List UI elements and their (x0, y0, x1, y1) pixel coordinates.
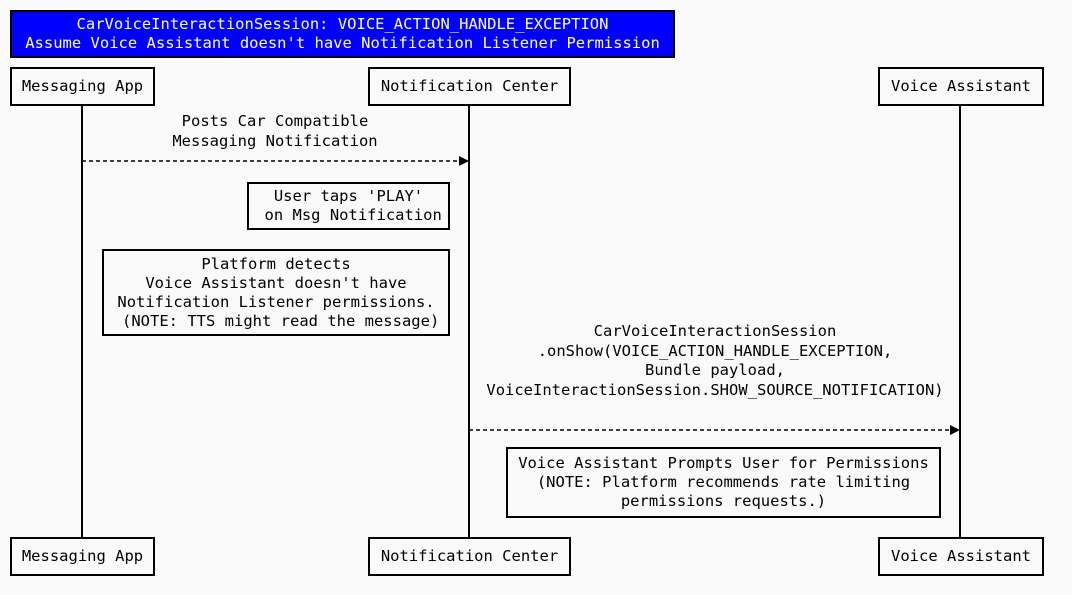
arrowhead-1 (459, 156, 469, 166)
note-voice-assistant-prompts: Voice Assistant Prompts User for Permiss… (506, 447, 941, 518)
title-line-1: CarVoiceInteractionSession: VOICE_ACTION… (76, 15, 609, 33)
participant-notification-center-top: Notification Center (368, 67, 571, 106)
diagram-title: CarVoiceInteractionSession: VOICE_ACTION… (10, 10, 675, 58)
participant-notification-center-bottom: Notification Center (368, 537, 571, 576)
participant-voice-assistant-bottom: Voice Assistant (878, 537, 1044, 576)
participant-messaging-app-bottom: Messaging App (10, 537, 155, 576)
note-user-taps-play: User taps 'PLAY' on Msg Notification (247, 182, 450, 230)
arrowhead-2 (950, 425, 960, 435)
participant-voice-assistant-top: Voice Assistant (878, 67, 1044, 106)
note-platform-detects: Platform detects Voice Assistant doesn't… (102, 249, 450, 336)
message-label-2: CarVoiceInteractionSession .onShow(VOICE… (486, 322, 944, 399)
title-line-2: Assume Voice Assistant doesn't have Noti… (25, 34, 660, 52)
participant-messaging-app-top: Messaging App (10, 67, 155, 106)
message-label-1: Posts Car Compatible Messaging Notificat… (172, 112, 378, 150)
